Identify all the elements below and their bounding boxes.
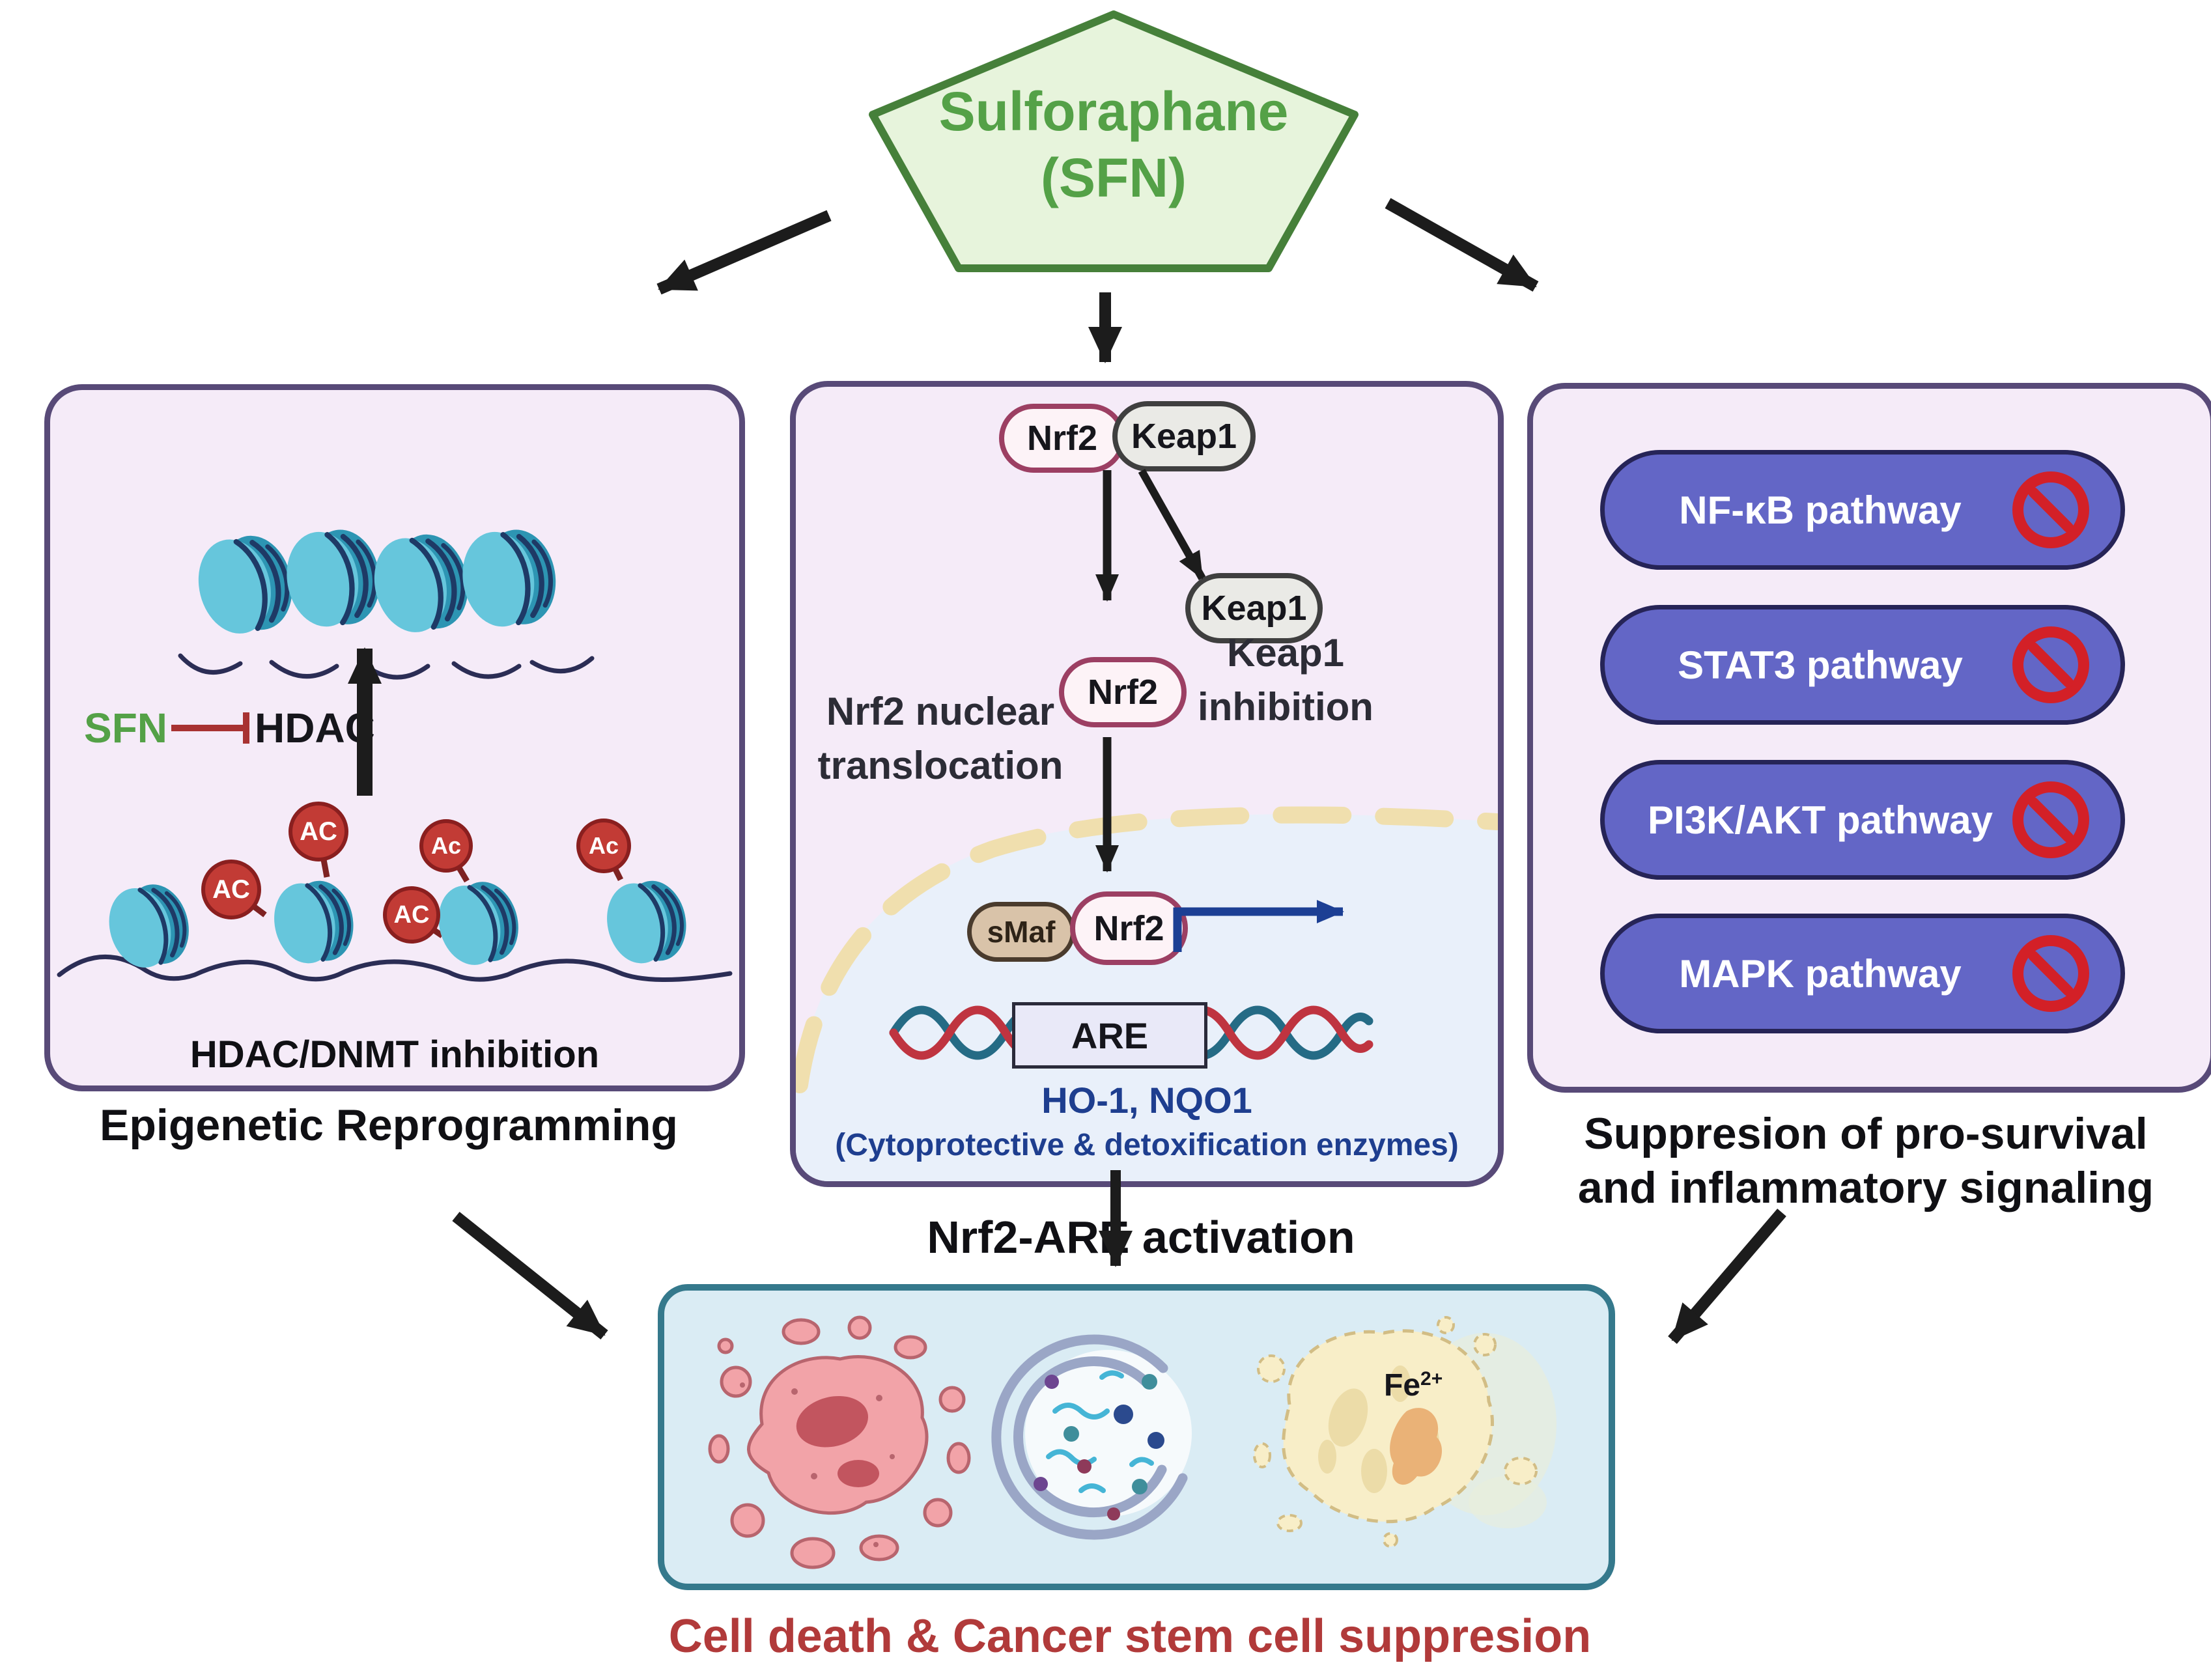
no-entry-icon: [2012, 471, 2089, 548]
smaf-label: sMaf: [987, 915, 1056, 949]
sfn-inhibits-hdac: SFN HDAC: [84, 704, 375, 752]
nuclear-nrf2-pill: Nrf2: [1070, 891, 1188, 965]
hdac-dnmt-caption: HDAC/DNMT inhibition: [190, 1033, 600, 1076]
arrow-sfn-to-suppression: [1385, 198, 1539, 292]
condensed-chromatin: [178, 522, 595, 680]
acetyl-badge: Ac: [419, 819, 473, 873]
cytosolic-nrf2-pill: Nrf2: [1059, 657, 1187, 727]
complex-keap1-pill: Keap1: [1112, 401, 1256, 471]
nuclear-membrane: [796, 806, 1498, 1093]
pathway-label: MAPK pathway: [1679, 951, 1962, 996]
suppression-caption: Suppresion of pro-survival and inflammat…: [1512, 1107, 2211, 1215]
nuclear-translocation-label: Nrf2 nuclear translocation: [810, 685, 1071, 793]
stat3-pathway-pill: STAT3 pathway: [1600, 605, 2125, 725]
inhibition-bar-icon: [171, 712, 249, 744]
keap1-label: Keap1: [1201, 589, 1307, 628]
hdac-label: HDAC: [255, 705, 375, 751]
released-keap1-pill: Keap1: [1185, 573, 1323, 643]
acetyl-label: Ac: [588, 832, 619, 859]
target-genes-label: HO-1, NQO1: [1041, 1080, 1252, 1121]
no-entry-icon: [2012, 626, 2089, 703]
acetyl-label: AC: [212, 875, 250, 904]
sulforaphane-line2: (SFN): [1041, 147, 1187, 209]
keap1-inhibition-line2: inhibition: [1198, 684, 1373, 729]
keap1-inhibition-line1: Keap1: [1226, 631, 1345, 675]
ferroptosis-icon: [1253, 1316, 1556, 1548]
smaf-pill: sMaf: [967, 902, 1075, 962]
no-entry-icon: [2012, 781, 2089, 858]
fe-superscript: 2+: [1420, 1368, 1443, 1390]
sulforaphane-title: Sulforaphane (SFN): [860, 78, 1368, 212]
autophagy-icon: [991, 1334, 1192, 1540]
cell-death-graphics: [708, 1315, 1556, 1569]
complex-nrf2-pill: Nrf2: [999, 404, 1125, 473]
acetyl-badge: Ac: [576, 819, 631, 873]
arrow-sfn-to-epigenetic: [656, 210, 832, 295]
pathway-label: NF-κB pathway: [1679, 488, 1962, 532]
acetyl-label: Ac: [430, 832, 462, 859]
are-element: ARE: [1012, 1002, 1207, 1069]
acetyl-badge: AC: [201, 860, 261, 919]
no-entry-icon: [2012, 935, 2089, 1012]
translocation-line1: Nrf2 nuclear: [826, 690, 1055, 733]
outcome-caption: Cell death & Cancer stem cell suppresion: [668, 1610, 1592, 1662]
nrf2-label: Nrf2: [1026, 419, 1098, 458]
acetyl-label: AC: [393, 901, 430, 929]
acetyl-label: AC: [300, 817, 337, 846]
are-label: ARE: [1071, 1015, 1149, 1056]
nrf2-are-caption: Nrf2-ARE activation: [927, 1212, 1355, 1263]
epigenetic-caption: Epigenetic Reprogramming: [100, 1100, 678, 1150]
translocation-line2: translocation: [817, 743, 1063, 787]
acetyl-badge: AC: [289, 802, 348, 861]
sulforaphane-line1: Sulforaphane: [938, 81, 1289, 142]
epigenetic-panel: AC AC Ac AC Ac SFN HDAC HDAC/DNMT inhibi…: [44, 384, 745, 1091]
pathway-label: STAT3 pathway: [1678, 643, 1963, 687]
nfkb-pathway-pill: NF-κB pathway: [1600, 450, 2125, 570]
arrow-epigenetic-to-outcome: [452, 1211, 608, 1340]
suppression-panel: NF-κB pathway STAT3 pathway PI3K/AKT pat…: [1527, 383, 2211, 1093]
nrf2-label: Nrf2: [1093, 908, 1164, 948]
nrf2-label: Nrf2: [1087, 673, 1159, 712]
pi3k-akt-pathway-pill: PI3K/AKT pathway: [1600, 760, 2125, 880]
target-genes-note: (Cytoprotective & detoxification enzymes…: [835, 1128, 1459, 1162]
acetyl-badge: AC: [383, 886, 440, 944]
outcome-box: Fe2+: [658, 1284, 1615, 1590]
nrf2-are-panel: ARE Nrf2 Keap1 Keap1 Nrf2 Keap1 inhibiti…: [790, 381, 1504, 1187]
keap1-inhibition-label: Keap1 inhibition: [1155, 626, 1416, 735]
mapk-pathway-pill: MAPK pathway: [1600, 914, 2125, 1033]
keap1-label: Keap1: [1131, 417, 1237, 456]
apoptosis-cell-icon: [708, 1315, 971, 1569]
suppression-caption-line1: Suppresion of pro-survival: [1584, 1109, 2148, 1158]
sfn-label: SFN: [84, 705, 167, 751]
fe-text: Fe: [1384, 1368, 1421, 1403]
arrow-suppression-to-outcome: [1668, 1209, 1786, 1344]
suppression-caption-line2: and inflammatory signaling: [1577, 1162, 2154, 1212]
pathway-label: PI3K/AKT pathway: [1647, 798, 1993, 842]
fe2-label: Fe2+: [1384, 1367, 1443, 1403]
sulforaphane-pentagon: [869, 10, 1359, 272]
